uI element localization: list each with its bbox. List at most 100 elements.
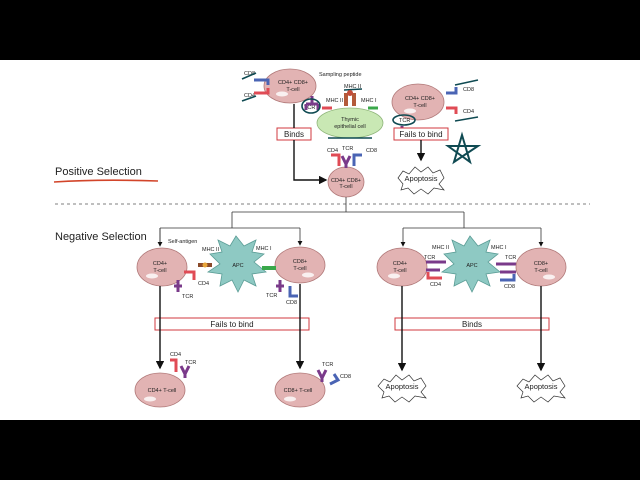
cd4-result-tcr-icon bbox=[179, 365, 191, 378]
right-cd8-label: CD8 bbox=[504, 284, 515, 290]
neg-cd4-label: CD4 bbox=[198, 281, 209, 287]
cd4-tcell-result: CD4+ T-cell bbox=[134, 372, 186, 408]
dp-tcell-result: CD4+ CD8+ T-cell bbox=[327, 166, 365, 198]
cd4-result-tcr-label: TCR bbox=[185, 360, 196, 366]
dp-result-label-1: CD4+ CD8+ bbox=[331, 178, 361, 184]
selection-diagram: Positive Selection CD4+ CD8+ T-cell CD8 … bbox=[53, 68, 590, 408]
neg-mhc2-label: MHC II bbox=[202, 247, 220, 253]
negative-selection-title: Negative Selection bbox=[55, 231, 147, 243]
apoptosis-burst-icon-right bbox=[516, 374, 566, 403]
cd4-result-cd4-label: CD4 bbox=[170, 352, 181, 358]
right-cd8-label: CD8 bbox=[463, 87, 474, 93]
lecture-slide: Positive Selection CD4+ CD8+ T-cell CD8 … bbox=[0, 60, 640, 420]
cd8-result-cd8-icon bbox=[329, 373, 341, 386]
neg-cd8-right-label-2: T-cell bbox=[534, 268, 547, 274]
right-tcr-label: TCR bbox=[399, 118, 410, 124]
neg-cd8-label: CD8 bbox=[286, 300, 297, 306]
ink-annotation-stroke bbox=[241, 95, 257, 102]
neg-binds-label: Binds bbox=[462, 320, 482, 329]
self-antigen-label: Self-antigen bbox=[168, 239, 197, 245]
neg-cd8-tcr-icon bbox=[276, 280, 284, 292]
cd8-result-tcr-icon bbox=[316, 369, 328, 382]
result-tcr-label: TCR bbox=[342, 146, 353, 152]
neg-fails-to-bind-box bbox=[154, 317, 310, 331]
cd4-result-cd4-icon bbox=[170, 358, 178, 372]
neg-apoptosis-label-left: Apoptosis bbox=[386, 382, 419, 391]
ink-annotation-stroke bbox=[454, 79, 479, 86]
dp-right-label-1: CD4+ CD8+ bbox=[405, 96, 435, 102]
ink-underline-annotation bbox=[343, 88, 363, 91]
ink-circle-annotation bbox=[392, 114, 416, 126]
apc-left-label: APC bbox=[232, 263, 243, 269]
apc-right-label: APC bbox=[466, 263, 477, 269]
neg-cd4-icon bbox=[184, 270, 196, 280]
peptide-icon bbox=[347, 90, 353, 96]
result-cd8-icon bbox=[352, 153, 362, 166]
apc-right: APC bbox=[440, 235, 501, 293]
right-branch-lines bbox=[403, 227, 541, 246]
apoptosis-label: Apoptosis bbox=[405, 174, 438, 183]
apoptosis-burst-icon bbox=[397, 166, 445, 195]
mhc2-top-label: MHC II bbox=[344, 84, 362, 90]
ink-annotation-stroke bbox=[241, 72, 257, 80]
mhc-peptide-icon bbox=[344, 93, 356, 106]
thymic-label-1: Thymic bbox=[341, 117, 359, 123]
neg-cd8-left-label-1: CD8+ bbox=[293, 259, 307, 265]
right-mhc1-label: MHC I bbox=[491, 245, 507, 251]
right-tcr-mhc2-icon bbox=[426, 260, 446, 272]
tcr-label: TCR bbox=[304, 105, 315, 111]
neg-cd4-right-label-2: T-cell bbox=[393, 268, 406, 274]
dp-right-label-2: T-cell bbox=[413, 103, 426, 109]
self-antigen-icon bbox=[202, 262, 208, 268]
dp-tcell-right: CD4+ CD8+ T-cell bbox=[391, 83, 445, 121]
dp-result-label-2: T-cell bbox=[339, 184, 352, 190]
neg-cd8-tcr-label: TCR bbox=[266, 293, 277, 299]
neg-fails-to-bind-label: Fails to bind bbox=[210, 320, 253, 329]
neg-binds-box bbox=[394, 317, 550, 331]
cd8-result-cd8-label: CD8 bbox=[340, 374, 351, 380]
right-cd4-icon bbox=[446, 106, 458, 114]
cd8-result-label: CD8+ T-cell bbox=[284, 388, 313, 394]
neg-cd8-left-label-2: T-cell bbox=[293, 266, 306, 272]
cd4-receptor-icon bbox=[254, 88, 270, 95]
cd8-tcell-result: CD8+ T-cell bbox=[274, 372, 326, 408]
apc-left: APC bbox=[206, 235, 267, 293]
neg-cd4-tcell-left: CD4+ T-cell bbox=[136, 247, 188, 287]
neg-cd8-tcell-left: CD8+ T-cell bbox=[274, 246, 326, 284]
right-cd8-icon bbox=[500, 274, 516, 282]
neg-cd8-right-label-1: CD8+ bbox=[534, 261, 548, 267]
branch-lines bbox=[231, 197, 465, 228]
thymic-epithelial-cell: Thymic epithelial cell bbox=[316, 107, 384, 139]
result-cd4-icon bbox=[331, 153, 341, 166]
right-cd8-icon bbox=[446, 87, 458, 95]
thymic-label-2: epithelial cell bbox=[334, 124, 366, 130]
neg-apoptosis-label-right: Apoptosis bbox=[525, 382, 558, 391]
result-cd8-label: CD8 bbox=[366, 148, 377, 154]
dp-tcell-left-label-2: T-cell bbox=[286, 87, 299, 93]
neg-cd4-left-label-2: T-cell bbox=[153, 268, 166, 274]
neg-cd8-tcell-right: CD8+ T-cell bbox=[515, 247, 567, 287]
tcr-receptor-icon bbox=[304, 96, 320, 110]
binds-arrow bbox=[293, 140, 328, 185]
result-cd4-label: CD4 bbox=[327, 148, 338, 154]
neg-tcr-icon bbox=[174, 280, 182, 292]
ink-annotation-stroke bbox=[454, 116, 479, 122]
positive-selection-title: Positive Selection bbox=[55, 166, 142, 178]
neg-mhc1-label: MHC I bbox=[256, 246, 272, 252]
right-tcr-label-2: TCR bbox=[505, 255, 516, 261]
cd4-result-label: CD4+ T-cell bbox=[148, 388, 177, 394]
star-ink-annotation bbox=[444, 131, 482, 165]
cd8-result-tcr-label: TCR bbox=[322, 362, 333, 368]
mhc2-label: MHC II bbox=[326, 98, 344, 104]
binds-label: Binds bbox=[284, 130, 304, 139]
right-tcr-label-1: TCR bbox=[424, 255, 435, 261]
neg-cd4-right-label-1: CD4+ bbox=[393, 261, 407, 267]
dp-tcell-left-label-1: CD4+ CD8+ bbox=[278, 80, 308, 86]
right-mhc2-label: MHC II bbox=[432, 245, 450, 251]
cd8-label: CD8 bbox=[244, 71, 255, 77]
neg-cd4-left-label-1: CD4+ bbox=[153, 261, 167, 267]
neg-cd8-icon bbox=[288, 286, 298, 298]
result-tcr-icon bbox=[340, 155, 352, 168]
cd8-receptor-icon bbox=[254, 78, 270, 85]
neg-tcr-label: TCR bbox=[182, 294, 193, 300]
